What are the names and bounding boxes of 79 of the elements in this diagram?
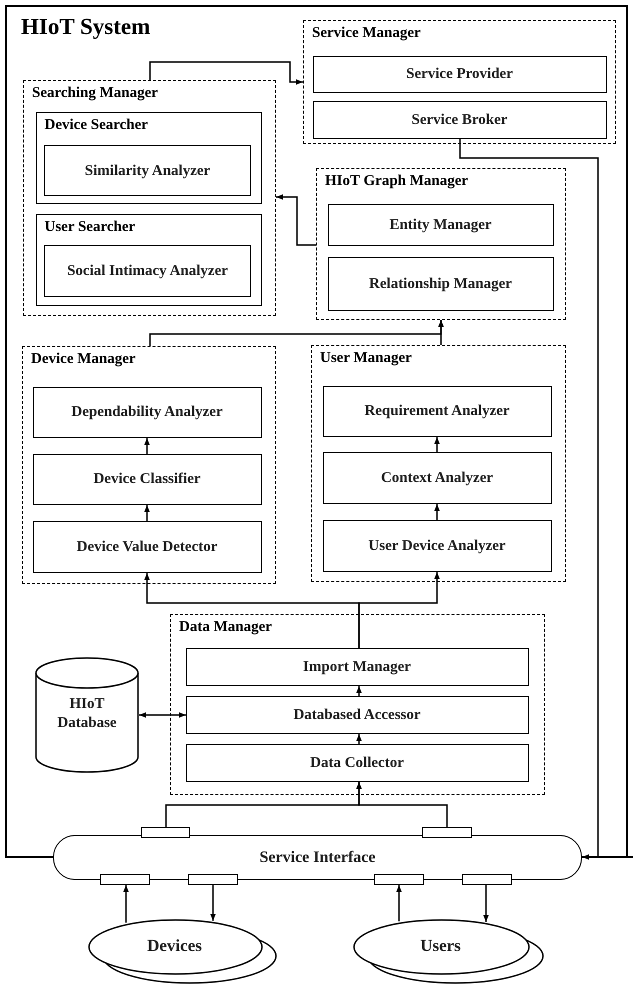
group-heading: Searching Manager xyxy=(32,84,158,103)
group-heading: HIoT Graph Manager xyxy=(325,172,468,191)
component-box xyxy=(322,520,552,572)
component-label: User Device Analyzer xyxy=(368,536,506,554)
component-box xyxy=(328,256,554,310)
manager-group xyxy=(303,20,616,144)
arrow xyxy=(396,885,402,922)
port-box xyxy=(100,874,150,885)
component-box xyxy=(322,386,552,436)
manager-group xyxy=(170,614,545,795)
arrow xyxy=(123,885,129,923)
entity-label: Users xyxy=(420,935,461,958)
component-label: Databased Accessor xyxy=(293,706,421,724)
component-box xyxy=(186,648,528,686)
interface-bus xyxy=(53,835,582,880)
group-heading: Data Manager xyxy=(179,618,272,637)
component-box xyxy=(44,145,251,196)
port-box xyxy=(188,874,238,885)
component-box xyxy=(328,204,554,246)
component-label: Relationship Manager xyxy=(369,274,512,292)
port-box xyxy=(374,874,424,885)
component-label: Device Value Detector xyxy=(76,538,218,556)
arrow xyxy=(144,505,150,521)
manager-group xyxy=(22,346,276,584)
arrow xyxy=(276,194,316,246)
interface-label: Service Interface xyxy=(260,848,376,868)
manager-group xyxy=(311,345,566,582)
component-label: Service Broker xyxy=(412,110,508,128)
component-box xyxy=(312,56,606,92)
manager-group xyxy=(23,80,276,316)
arrow xyxy=(144,438,150,454)
component-box xyxy=(32,520,262,572)
group-heading: Device Manager xyxy=(31,350,136,369)
group-heading: User Manager xyxy=(320,349,412,368)
port-box xyxy=(141,827,190,838)
arrow xyxy=(459,139,599,860)
entity-stack xyxy=(352,918,544,984)
arrow xyxy=(434,437,440,452)
arrow xyxy=(356,734,362,744)
entity-stack xyxy=(87,918,277,984)
searcher-box xyxy=(36,112,262,204)
component-box xyxy=(186,744,528,782)
arrow xyxy=(483,885,489,922)
group-heading: Service Manager xyxy=(312,24,421,43)
arrow xyxy=(356,782,448,827)
component-box xyxy=(44,245,251,297)
searcher-box xyxy=(36,214,262,306)
arrow xyxy=(356,686,362,696)
component-box xyxy=(32,386,262,438)
component-label: Similarity Analyzer xyxy=(84,162,210,180)
component-box xyxy=(322,452,552,504)
component-box xyxy=(312,100,606,138)
arrow xyxy=(438,320,444,345)
group-heading: User Searcher xyxy=(44,218,136,236)
component-label: Entity Manager xyxy=(389,216,492,234)
component-label: Device Classifier xyxy=(93,470,201,488)
component-label: Requirement Analyzer xyxy=(364,402,510,420)
component-label: Service Provider xyxy=(406,65,513,83)
component-label: Data Collector xyxy=(310,754,404,772)
system-frame xyxy=(5,5,628,835)
arrow xyxy=(358,572,440,648)
arrow xyxy=(434,504,440,520)
port-box xyxy=(462,874,512,885)
component-label: Context Analyzer xyxy=(380,468,494,486)
component-box xyxy=(186,696,528,734)
port-box xyxy=(422,827,472,838)
entity-label: Devices xyxy=(147,935,202,958)
arrow xyxy=(149,61,303,85)
component-label: Import Manager xyxy=(303,658,411,676)
arrow xyxy=(210,885,216,921)
system-title: HIoT System xyxy=(21,15,150,38)
database-cylinder xyxy=(35,657,139,773)
manager-group xyxy=(316,168,566,320)
component-label: Dependability Analyzer xyxy=(71,403,223,421)
component-label: Social Intimacy Analyzer xyxy=(67,262,228,280)
group-heading: Device Searcher xyxy=(44,116,148,134)
database-label: HIoT Database xyxy=(56,695,118,732)
arrow xyxy=(139,712,186,718)
component-box xyxy=(32,454,262,504)
